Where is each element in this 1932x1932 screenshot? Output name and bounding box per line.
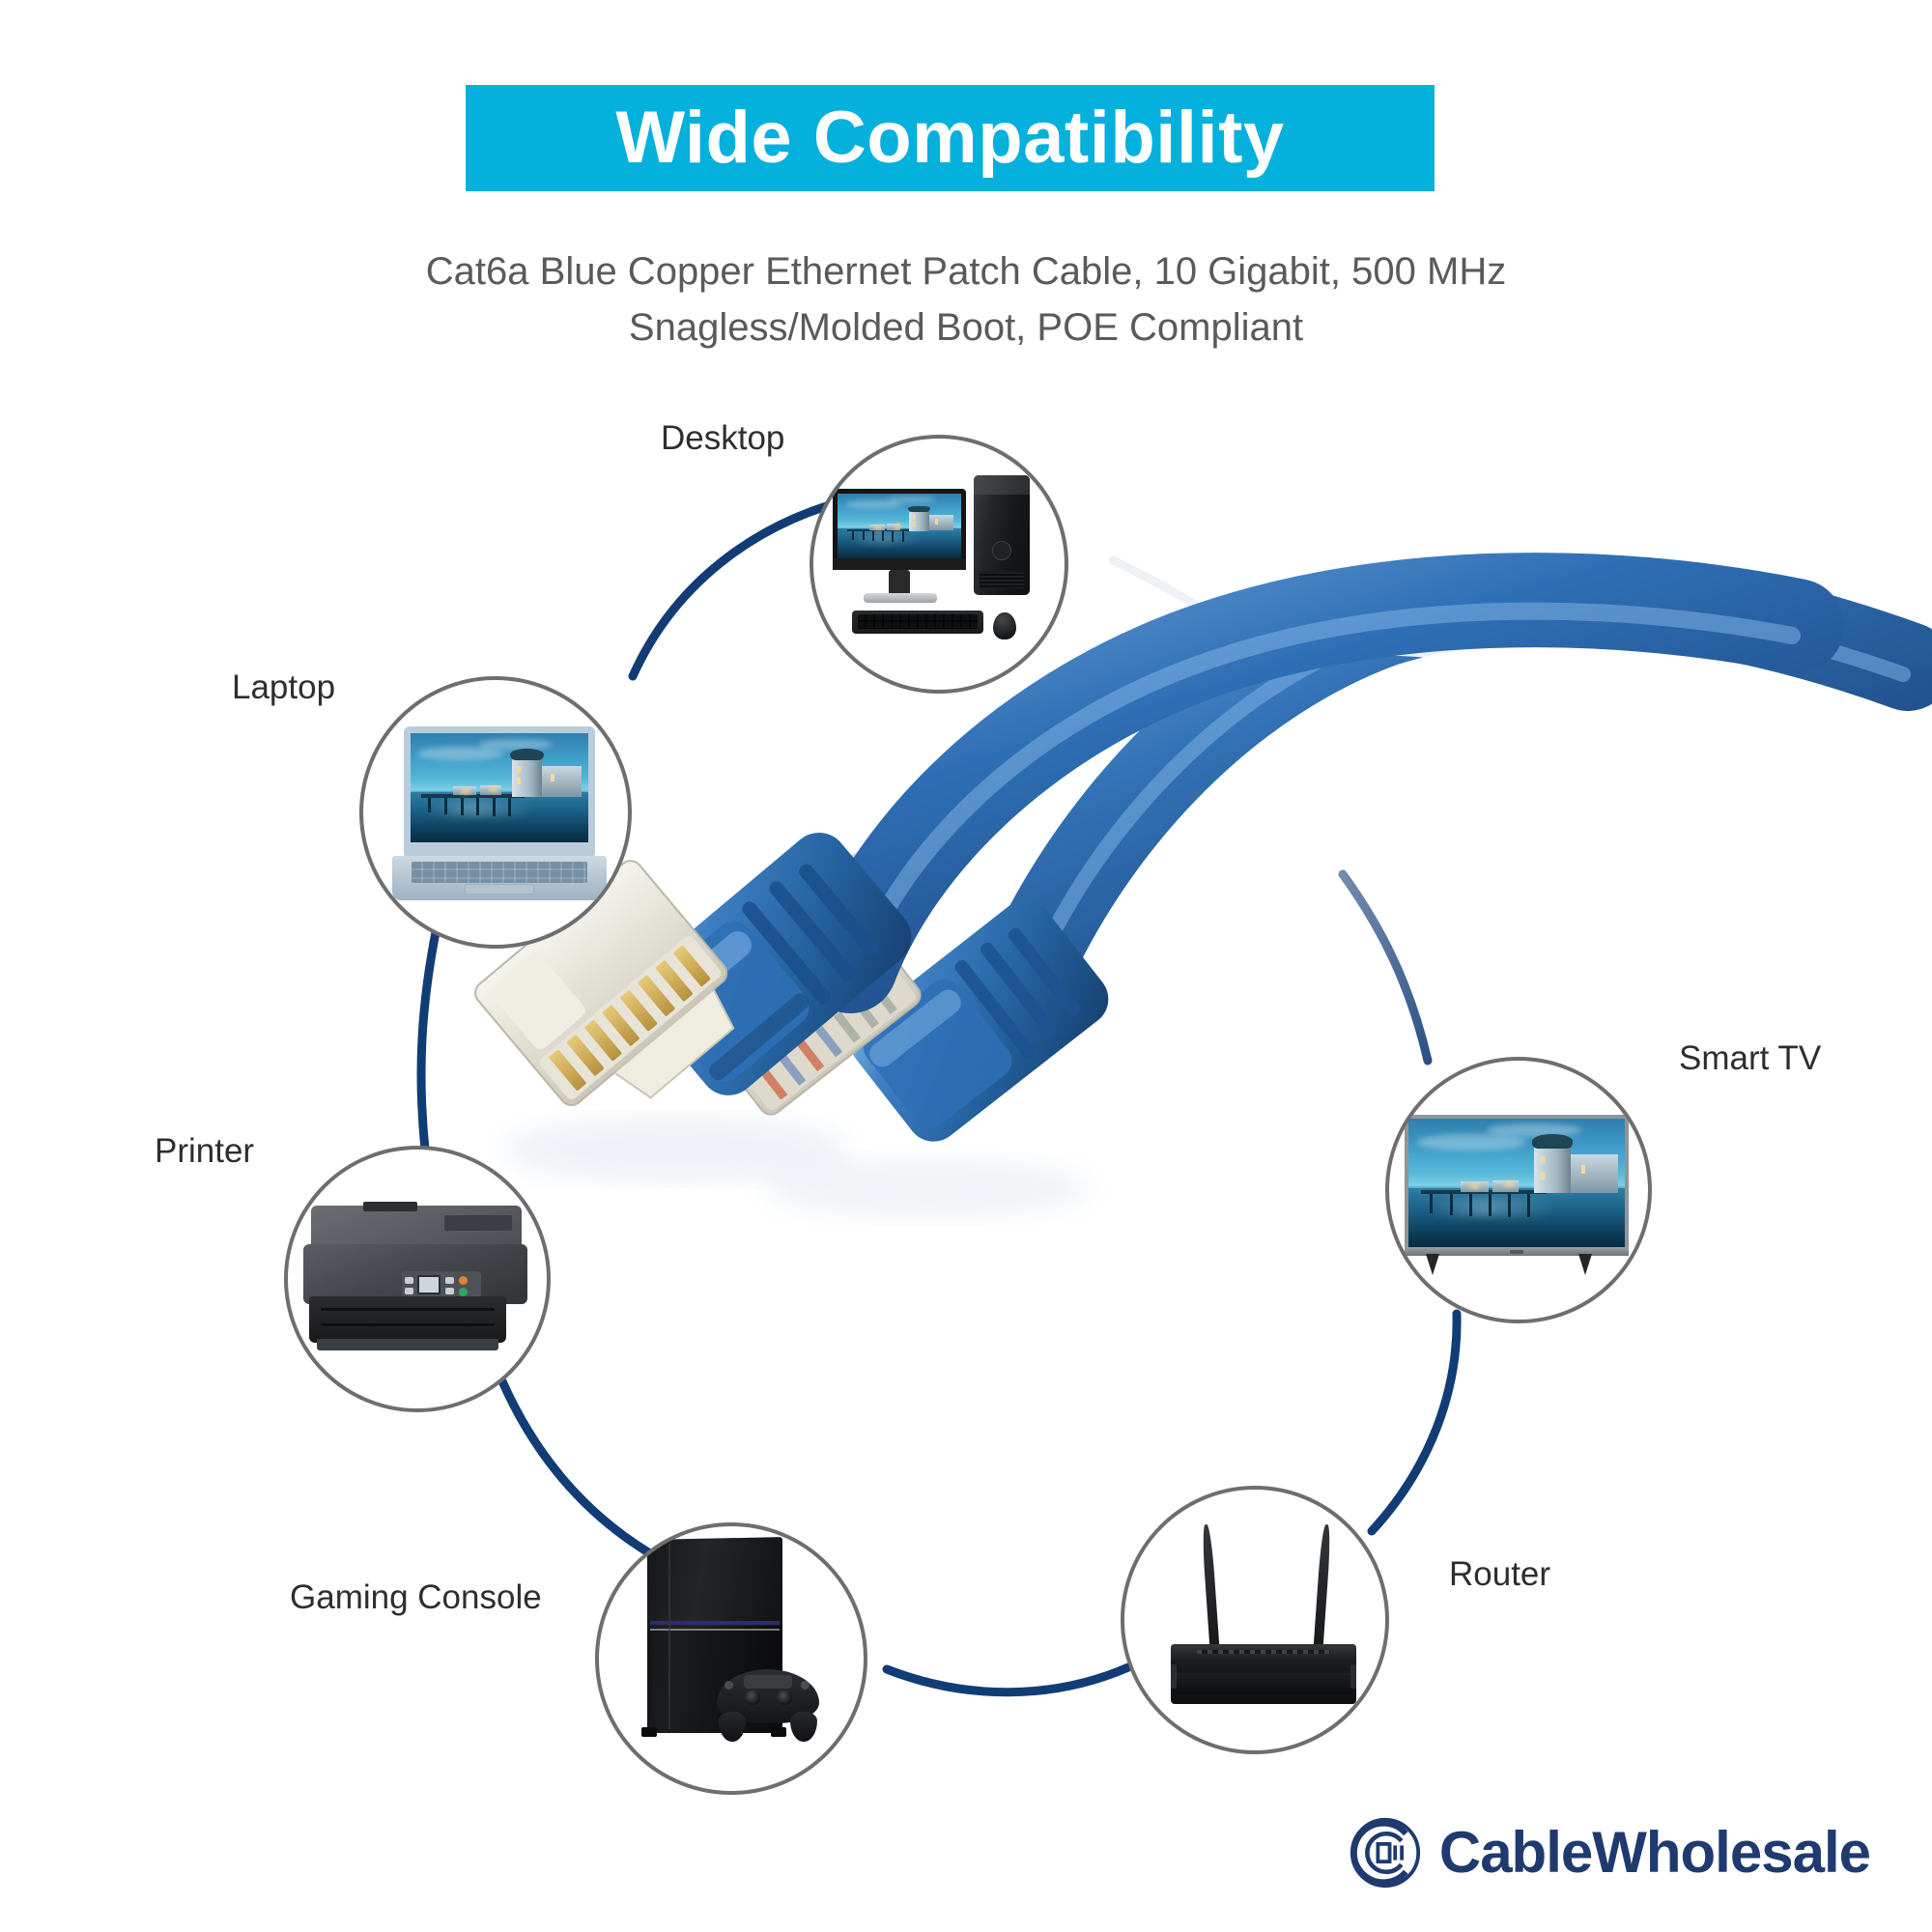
brand-logo[interactable]: CableWholesale <box>1349 1816 1871 1889</box>
label-gaming-console: Gaming Console <box>290 1578 542 1616</box>
circle-printer[interactable] <box>284 1146 551 1412</box>
product-subtitle-line-1: Cat6a Blue Copper Ethernet Patch Cable, … <box>425 250 1507 293</box>
cablewholesale-c-logo-icon <box>1349 1816 1422 1889</box>
circle-desktop[interactable] <box>810 435 1068 694</box>
printer-icon <box>288 1150 547 1408</box>
product-subtitle-line-2: Snagless/Molded Boot, POE Compliant <box>628 306 1304 349</box>
circle-laptop[interactable] <box>359 676 632 949</box>
label-router: Router <box>1449 1555 1551 1593</box>
game-console-icon <box>599 1526 864 1791</box>
header-banner: Wide Compatibility <box>466 85 1435 191</box>
desktop-computer-icon <box>813 439 1065 690</box>
television-icon <box>1389 1061 1648 1320</box>
label-desktop: Desktop <box>661 419 785 457</box>
laptop-icon <box>363 680 628 945</box>
wifi-router-icon <box>1124 1490 1385 1750</box>
label-smart-tv: Smart TV <box>1679 1039 1822 1077</box>
brand-name: CableWholesale <box>1438 1820 1871 1885</box>
circle-router[interactable] <box>1121 1486 1389 1754</box>
circle-smart-tv[interactable] <box>1385 1057 1652 1323</box>
page-title: Wide Compatibility <box>615 97 1285 179</box>
label-printer: Printer <box>155 1132 255 1170</box>
label-laptop: Laptop <box>232 668 336 706</box>
circle-gaming-console[interactable] <box>595 1522 867 1795</box>
product-subtitle: Cat6a Blue Copper Ethernet Patch Cable, … <box>0 243 1932 355</box>
